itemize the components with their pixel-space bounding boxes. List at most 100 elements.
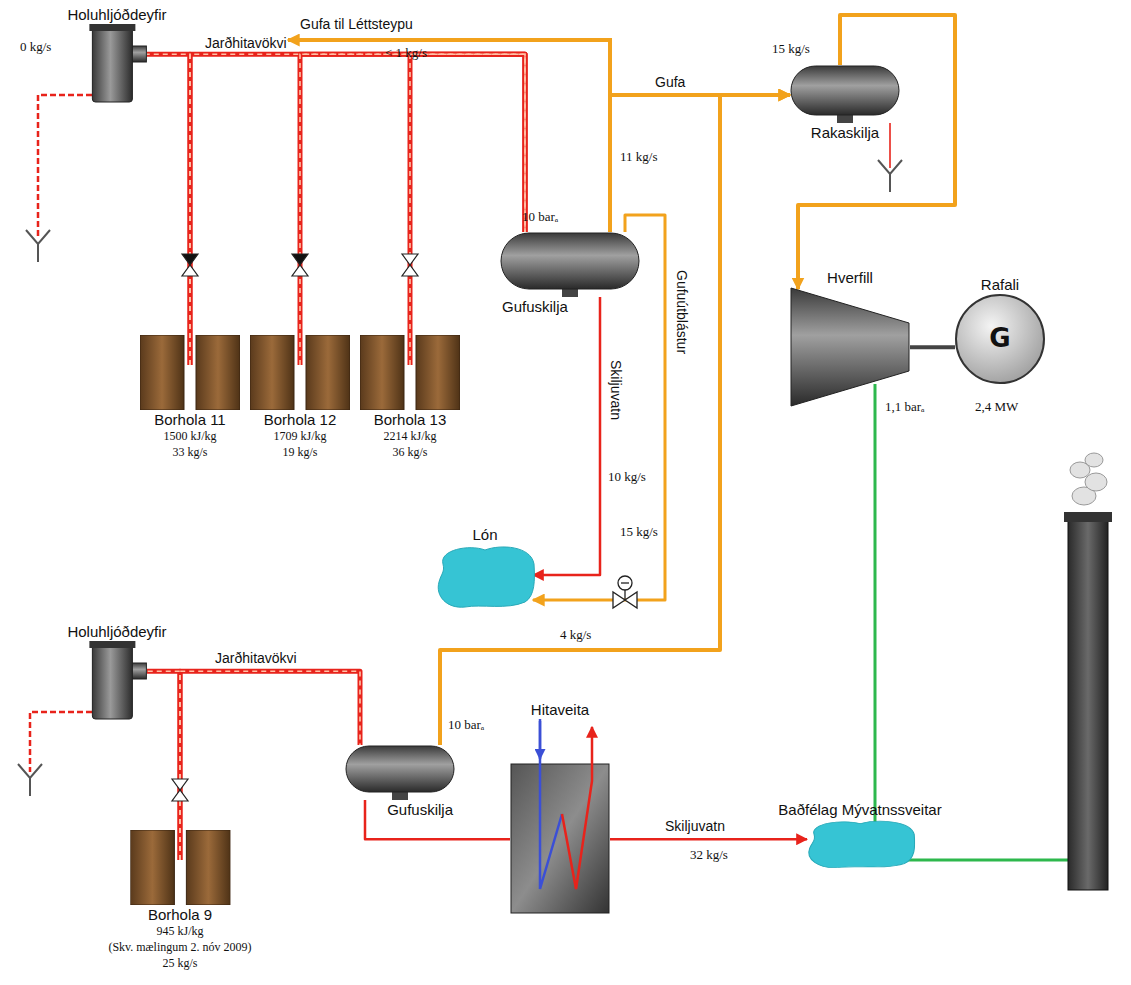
well-shape <box>250 335 350 410</box>
exhaust-pipe <box>875 384 1068 860</box>
bath-pond-shape <box>805 819 915 869</box>
fluid-pipe <box>190 54 525 365</box>
silencer: Holuhljóðdeyfir <box>65 5 168 104</box>
component-value: 2214 kJ/kg <box>381 429 438 445</box>
pipe-dash <box>300 54 525 365</box>
component-name: Hitaveita <box>529 700 591 719</box>
component-name: Rafali <box>979 275 1021 294</box>
flow-pipe <box>533 297 600 575</box>
well-shape <box>140 335 240 410</box>
component-value: 1500 kJ/kg <box>161 429 218 445</box>
component-name: Rakaskilja <box>809 123 881 142</box>
component-value: 945 kJ/kg <box>154 924 205 940</box>
bath-pond-symbol <box>805 819 915 869</box>
turbine: Hverfill <box>790 268 910 407</box>
well-shape <box>130 830 230 905</box>
generator-shape: G <box>955 294 1045 384</box>
component-name: Borhola 13 <box>372 410 449 429</box>
pipe-dash <box>190 54 525 365</box>
component-value: 25 kg/s <box>160 956 199 972</box>
component-name: Borhola 9 <box>146 905 214 924</box>
well: Borhola 111500 kJ/kg33 kg/s <box>140 335 240 461</box>
stack <box>1064 453 1112 890</box>
component-value: G <box>989 324 1010 354</box>
silencer-shape <box>87 641 147 721</box>
flow-value: < 1 kg/s <box>385 46 427 61</box>
well-symbol <box>360 335 460 410</box>
steam-separator-symbol <box>345 745 455 800</box>
stream-label: Gufa <box>655 74 685 90</box>
component-value: 33 kg/s <box>170 445 209 461</box>
pipe-dash <box>410 54 525 365</box>
flow-pipe <box>910 345 955 349</box>
well: Borhola 121709 kJ/kg19 kg/s <box>250 335 350 461</box>
well-symbol <box>140 335 240 410</box>
generator: RafaliG <box>955 275 1045 384</box>
moisture-separator: Rakaskilja <box>790 65 900 142</box>
well-valve <box>172 254 418 801</box>
heat-exchanger-symbol <box>510 719 610 914</box>
component-name: Gufuskilja <box>385 800 455 819</box>
flow-pipe <box>440 95 790 745</box>
component-name: Borhola 12 <box>262 410 339 429</box>
moisture-drain <box>889 123 891 168</box>
flow-value: 10 barₐ <box>448 718 484 733</box>
steam-export-pipe <box>288 40 610 95</box>
stream-label: Jarðhitavökvi <box>205 35 287 51</box>
flow-value: 1,1 barₐ <box>885 400 925 415</box>
component-value: (Skv. mælingum 2. nóv 2009) <box>106 940 253 956</box>
steam-separator-shape <box>345 745 455 800</box>
component-name: Baðfélag Mývatnssveitar <box>776 800 943 819</box>
component-name: Gufuskilja <box>500 297 570 316</box>
fluid-pipe <box>410 54 525 365</box>
well-symbol <box>250 335 350 410</box>
component-name: Holuhljóðdeyfir <box>65 5 168 24</box>
stream-label: Jarðhitavökvi <box>215 650 297 666</box>
silencer-symbol <box>87 24 147 104</box>
flow-value: 15 kg/s <box>772 42 810 57</box>
stream-label: Gufa til Léttsteypu <box>300 16 413 32</box>
silencer-symbol <box>87 641 147 721</box>
silencer-drain <box>38 95 92 238</box>
moisture-separator-symbol <box>790 65 900 123</box>
component-value: 19 kg/s <box>280 445 319 461</box>
flow-pipe <box>610 95 790 232</box>
flow-pipe <box>610 838 807 841</box>
steam-separator-symbol <box>500 232 640 297</box>
flow-value: 0 kg/s <box>20 40 51 55</box>
component-name: Lón <box>470 525 499 544</box>
silencer: Holuhljóðdeyfir <box>65 622 168 721</box>
silencer-shape <box>87 24 147 104</box>
flow-value: 4 kg/s <box>560 628 591 643</box>
pond-symbol <box>435 544 535 609</box>
silencer-drain <box>30 712 92 772</box>
well-symbol <box>130 830 230 905</box>
flow-value: 15 kg/s <box>620 525 658 540</box>
flow-value: 11 kg/s <box>620 150 657 165</box>
well: Borhola 132214 kJ/kg36 kg/s <box>360 335 460 461</box>
pond: Lón <box>435 525 535 609</box>
moisture-separator-shape <box>790 65 900 123</box>
steam-separator-shape <box>500 232 640 297</box>
heat-exchanger: Hitaveita <box>510 700 610 914</box>
drain-funnel <box>18 160 902 796</box>
well-shape <box>360 335 460 410</box>
flow-value: 2,4 MW <box>975 400 1018 415</box>
turbine-shape <box>790 287 910 407</box>
component-name: Borhola 11 <box>152 410 227 429</box>
heat-exchanger-shape <box>510 719 610 914</box>
control-valve <box>613 576 637 608</box>
pond-shape <box>435 544 535 609</box>
flow-pipe <box>798 15 955 289</box>
bath-pond: Baðfélag Mývatnssveitar <box>776 800 943 869</box>
flow-value: 10 kg/s <box>608 470 646 485</box>
component-name: Hverfill <box>825 268 875 287</box>
stream-label: Gufuútblástur <box>674 270 690 354</box>
component-name: Holuhljóðdeyfir <box>65 622 168 641</box>
flow-value: 32 kg/s <box>690 848 728 863</box>
fluid-pipe <box>147 54 190 365</box>
flow-pipe <box>365 800 510 839</box>
stream-label: Skiljuvatn <box>608 360 624 420</box>
stream-label: Skiljuvatn <box>665 818 725 834</box>
